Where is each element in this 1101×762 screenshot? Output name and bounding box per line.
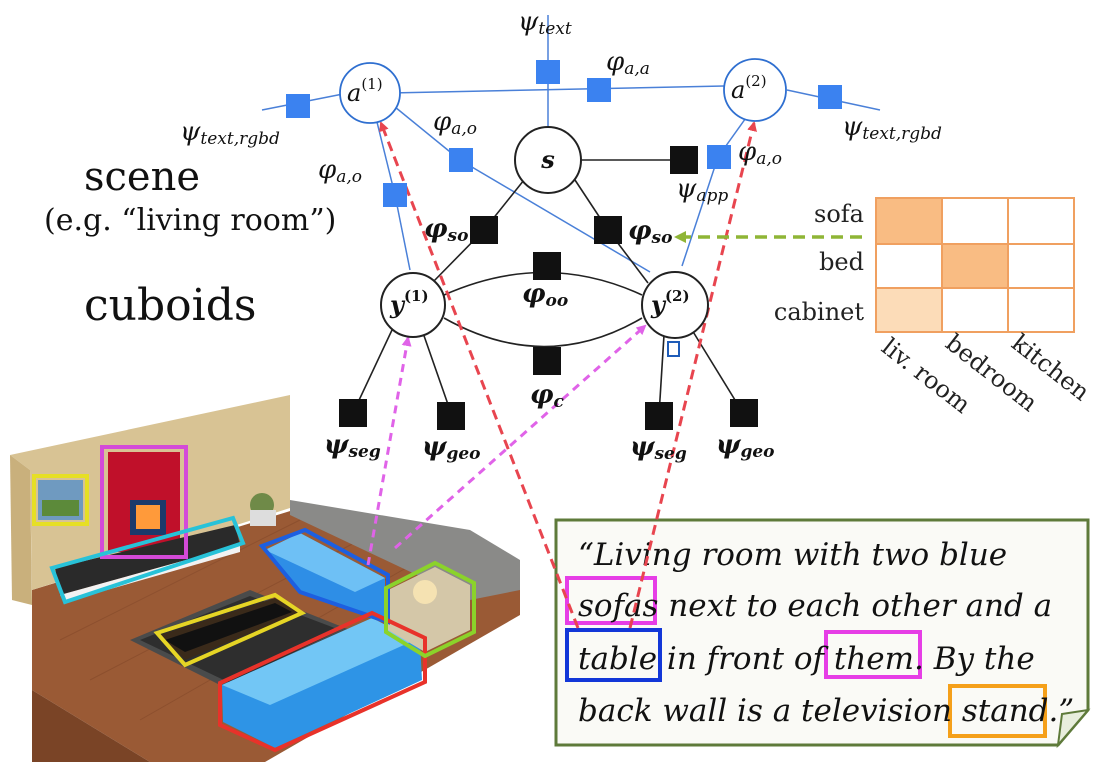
node-s: s [514,126,582,194]
nodes: a(1) a(2) s y(1) y(2) [339,58,787,339]
factor-oo [533,252,561,280]
label-phi-ao-1: φa,o [433,107,477,139]
row-label-cabinet: cabinet [774,298,864,326]
factor-ao-1 [449,148,473,172]
label-psi-text-rgbd-left: ψtext,rgbd [180,117,280,149]
factor-app [670,146,698,174]
bbox-tv-stand [49,515,246,605]
node-a2: a(2) [723,58,787,122]
label-phi-so-2: φso [628,216,672,248]
label-phi-ao-3: φa,o [738,137,782,169]
row-label-sofa: sofa [814,200,864,228]
highlight-stand [948,684,1047,738]
black-factors [339,146,758,430]
label-psi-seg-2: ψseg [630,432,687,464]
svg-text:y(1): y(1) [389,287,429,319]
label-phi-ao-2: φa,o [318,155,362,187]
label-psi-geo-1: ψgeo [422,432,481,464]
label-psi-geo-2: ψgeo [716,430,775,462]
side-labels: scene (e.g. “living room”) cuboids [44,154,336,331]
factor-so-2 [594,216,622,244]
svg-text:s: s [540,145,555,174]
factor-seg-2 [645,402,673,430]
highlight-table [565,628,662,682]
cell-sofa-livroom [876,198,942,244]
svg-text:y(2): y(2) [650,287,690,319]
room-illustration [10,395,520,762]
highlight-sofas [565,576,657,625]
factor-geo-1 [437,402,465,430]
label-scene: scene [84,154,200,200]
factor-so-1 [470,216,498,244]
red-arrow-them [628,121,757,629]
red-arrow-sofas [379,121,580,629]
svg-text:a(1): a(1) [347,75,383,107]
label-psi-text: ψtext [518,7,572,39]
highlight-them [824,630,922,679]
factor-text-rgbd-right [818,85,842,109]
node-y2: y(2) [641,271,709,339]
label-phi-so-1: φso [424,214,468,246]
bbox-painting [32,474,89,526]
node-a1: a(1) [339,62,401,124]
blue-factors [286,60,842,207]
label-psi-seg-1: ψseg [324,430,381,462]
factor-aa [587,78,611,102]
label-scene-example: (e.g. “living room”) [44,203,336,238]
factor-geo-2 [730,399,758,427]
bbox-coffee-table [153,592,307,668]
caption-box: “Living room with two blue sofas next to… [554,518,1091,749]
factor-labels: ψtext φa,a ψtext,rgbd ψtext,rgbd φa,o φa… [180,7,942,464]
label-psi-text-rgbd-right: ψtext,rgbd [842,112,942,144]
bbox-sofa-front [218,610,427,753]
factor-text-rgbd-left [286,94,310,118]
bbox-bookshelf [100,445,188,559]
bbox-side-table [384,560,476,659]
label-phi-oo: φoo [522,279,568,311]
svg-text:a(2): a(2) [731,72,767,104]
factor-text [536,60,560,84]
compatibility-matrix: sofa bed cabinet liv. room bedroom kitch… [774,197,1095,419]
label-cuboids: cuboids [84,280,256,331]
caption-text: “Living room with two blue sofas next to… [578,537,1074,729]
cell-bed-bedroom [942,244,1008,288]
node-y1: y(1) [380,272,446,338]
factor-ao-3 [707,145,731,169]
factor-seg-1 [339,399,367,427]
factor-c [533,347,561,375]
label-phi-c: φc [530,380,565,412]
label-psi-app: ψapp [676,174,728,206]
factor-ao-2 [383,183,407,207]
magenta-arrow-sofa1 [366,336,412,566]
arrows [366,121,862,629]
tv-stand [55,525,240,595]
cell-cabinet-livroom [876,288,942,332]
label-phi-aa: φa,a [606,47,650,79]
small-marker [667,341,680,357]
row-label-bed: bed [819,248,864,276]
